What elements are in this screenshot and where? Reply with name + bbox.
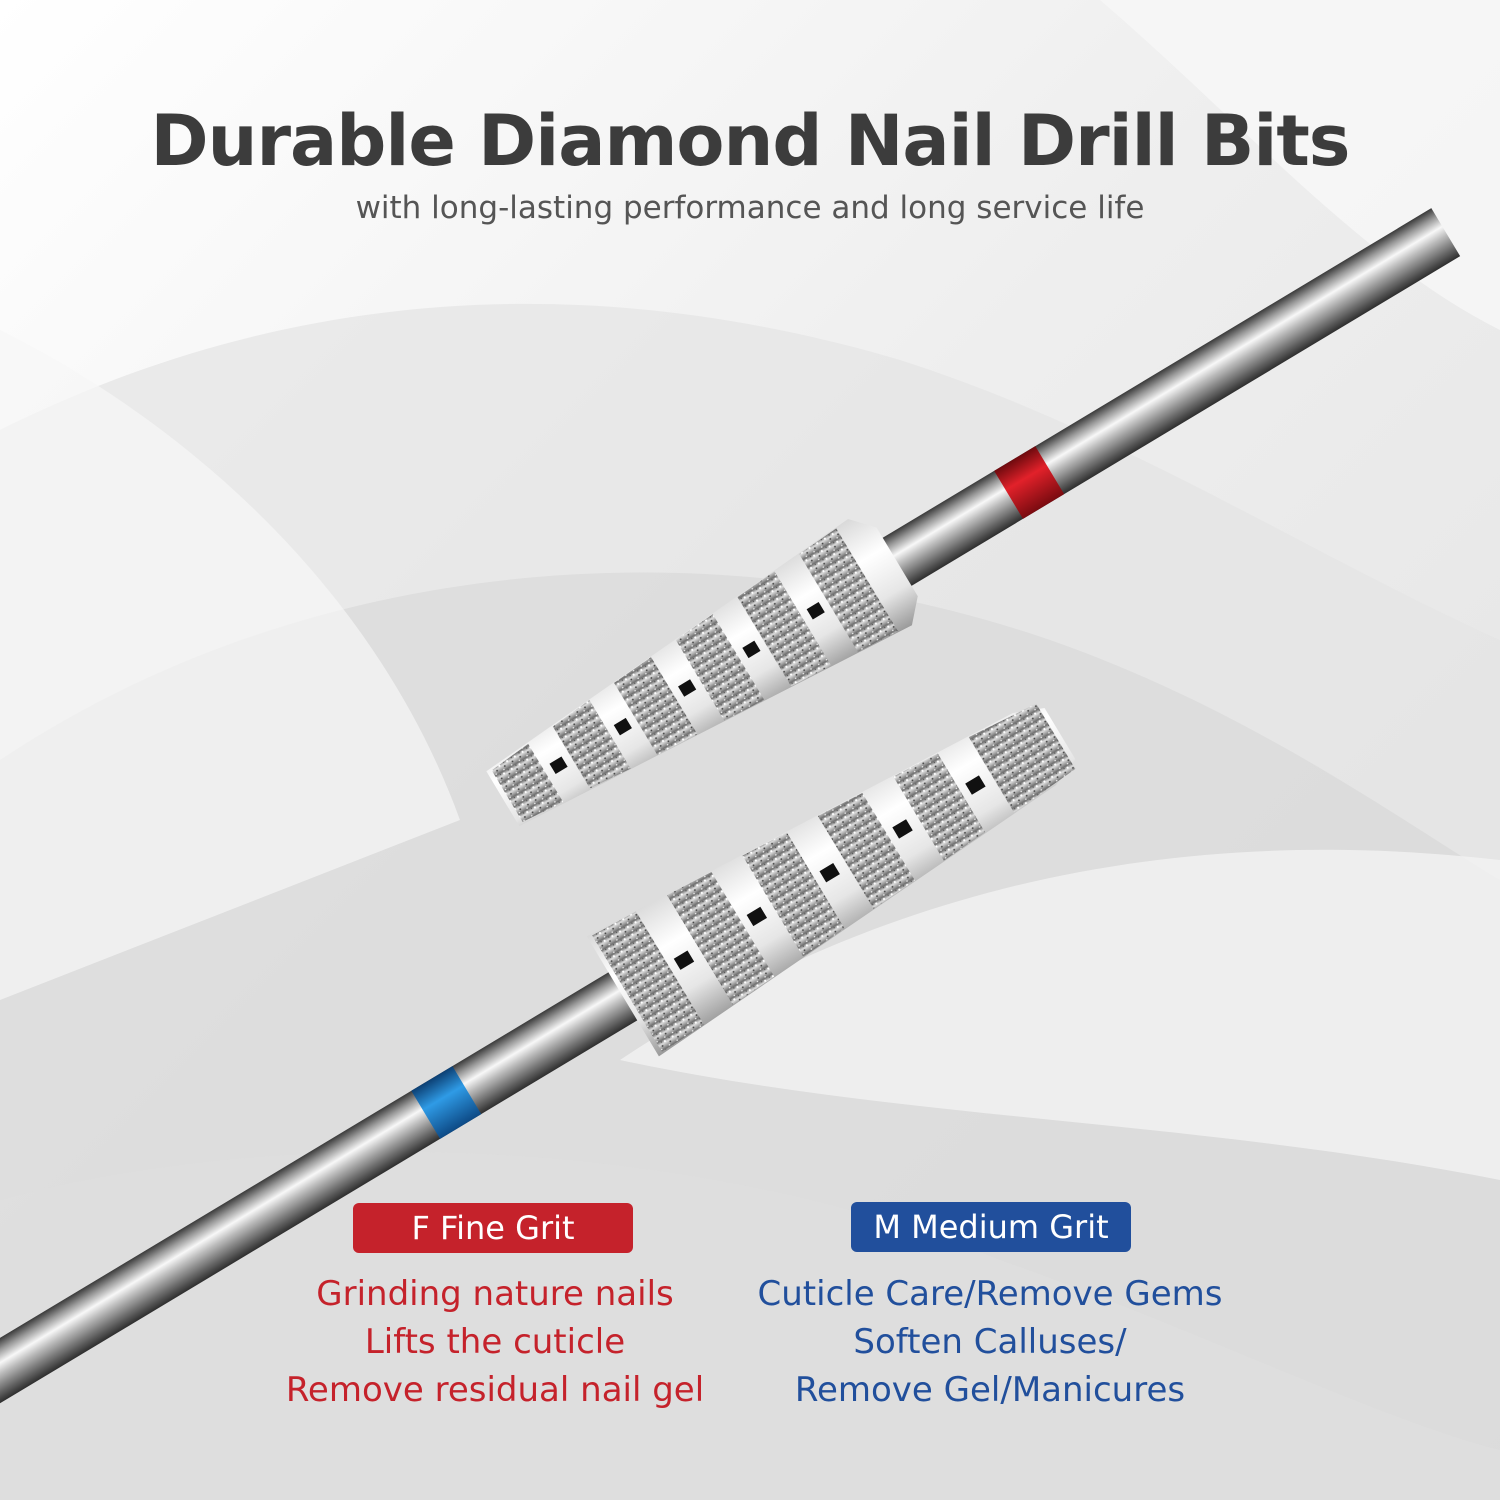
fine-use-line: Remove residual nail gel [285,1370,705,1410]
drill-shaft [0,951,672,1438]
fine-grit-uses: Grinding nature nails Lifts the cuticle … [240,1270,750,1414]
page-title: Durable Diamond Nail Drill Bits [150,100,1351,182]
medium-grit-uses: Cuticle Care/Remove Gems Soften Calluses… [720,1270,1260,1414]
page-subtitle: with long-lasting performance and long s… [355,190,1145,226]
medium-use-line: Soften Calluses/ [853,1322,1127,1362]
medium-grit-drill-bit [0,703,1076,1438]
blue-grit-band [411,1066,482,1139]
fine-grit-badge: F Fine Grit [353,1203,633,1253]
fine-use-line: Grinding nature nails [316,1274,674,1314]
spiral-grooves [673,775,986,970]
fine-grit-drill-bit [486,208,1461,827]
background-fold [620,849,1500,1180]
red-grit-band [994,446,1065,519]
drill-shaft [831,208,1461,617]
diamond-grit-stripes [592,703,1076,1053]
spiral-grooves [549,601,825,774]
medium-grit-badge: M Medium Grit [851,1202,1131,1252]
fine-use-line: Lifts the cuticle [364,1322,626,1362]
diamond-grit-stripes [491,528,899,822]
background-fold [0,330,460,1000]
medium-use-line: Cuticle Care/Remove Gems [757,1274,1223,1314]
medium-use-line: Remove Gel/Manicures [794,1370,1186,1410]
